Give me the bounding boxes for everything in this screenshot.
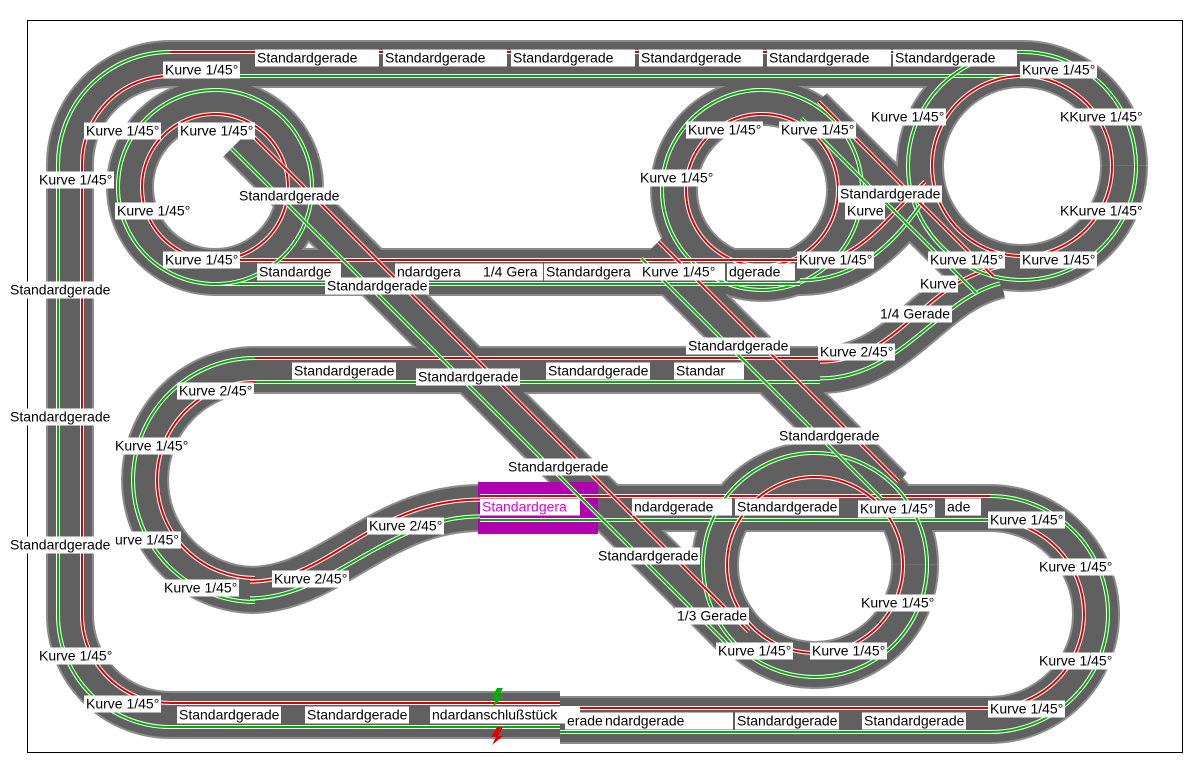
track-piece [898, 41, 1146, 290]
track-piece-label: Kurve 1/45° [163, 61, 241, 79]
track-piece-label: Standardgerade [767, 49, 891, 67]
track-piece-label: Standardgerade [8, 408, 113, 426]
track-piece [634, 234, 906, 506]
track-piece [48, 614, 171, 737]
lane-green [230, 147, 733, 650]
track-piece-label: Standardgerade [735, 498, 840, 516]
lane-red [726, 475, 904, 654]
track-piece-label: Standardgerade [838, 185, 943, 203]
lane-red [81, 75, 171, 165]
lane-green [57, 51, 171, 165]
track-piece-label: Kurve 1/45° [37, 647, 115, 665]
track-piece-label: Standardgerade [237, 187, 342, 205]
track-piece-label: Standardgerade [511, 49, 635, 67]
track-piece [123, 348, 256, 612]
track-piece-label: Kurve 1/45° [810, 642, 888, 660]
track-piece-label: Kurve 1/45° [84, 695, 162, 713]
track-piece-label: Standardgerade [735, 712, 840, 730]
track-piece-label: 1/4 Gera [481, 263, 543, 281]
track-piece-label: Kurve 2/45° [272, 570, 350, 588]
track-piece-label: Kurve 1/45° [178, 122, 256, 140]
track-piece-label: erade [565, 712, 605, 730]
lane-red [141, 112, 289, 261]
start-marker-green-icon [491, 688, 503, 708]
track-piece-label: Standardgerade [862, 712, 967, 730]
track-piece-label: Standardgerade [177, 706, 282, 724]
lane-green [249, 515, 481, 600]
track-piece-label: Standardgerade [596, 547, 701, 565]
track-piece-label: ndardgera [395, 263, 481, 281]
track-piece-label: ndardanschlußstück [430, 706, 580, 724]
track-piece-label: Kurve 1/45° [640, 263, 725, 281]
track-piece-label: ndardgerade [632, 498, 732, 516]
track-piece-label: Standardgerade [416, 368, 521, 386]
track-piece-label: Kurve 1/45° [779, 121, 857, 139]
track-piece-label: Kurve 1/45° [858, 500, 936, 518]
lane-green [57, 614, 171, 728]
track-piece-label: Standardgerade [8, 281, 113, 299]
track-piece-label: Standardgerade [639, 49, 763, 67]
track-piece-label: Kurve 1/45° [686, 121, 764, 139]
track-piece-label: Kurve 1/45° [1020, 61, 1098, 79]
track-piece-label: Standardgerade [292, 362, 397, 380]
lane-green [819, 282, 1001, 380]
track-piece-label: Kurve 1/45° [869, 108, 947, 126]
track-piece-label: Kurve 1/45° [84, 122, 162, 140]
track-piece-label: Standardgera [480, 498, 580, 516]
track-piece-label: Kurve 1/45° [859, 594, 937, 612]
track-piece [108, 80, 322, 294]
track-piece-label: Standar [674, 362, 744, 380]
track-piece-label: Kurve 1/45° [988, 700, 1066, 718]
lane-red [989, 519, 1085, 709]
track-piece-label: Kurve 1/45° [638, 169, 716, 187]
track-piece-label: dgerade [727, 263, 795, 281]
track-piece-label: Standardgerade [686, 337, 791, 355]
layout-frame [27, 20, 1183, 753]
track-piece-label: Kurve 1/45° [716, 642, 794, 660]
track-piece-label: Standardgerade [777, 427, 882, 445]
track-piece-label: Standardgerade [383, 49, 507, 67]
track-piece-label: Kurve 2/45° [367, 517, 445, 535]
track-piece-label: Kurve 1/45° [988, 511, 1066, 529]
track-piece-label: Kurve 1/45° [115, 202, 193, 220]
track-piece-label: Kurve 1/45° [163, 251, 241, 269]
track-piece-label: Kurve 1/45° [37, 171, 115, 189]
track-piece-label: Standardgerade [546, 362, 651, 380]
track-piece-label: KKurve 1/45° [1058, 108, 1145, 126]
track-piece-label: KKurve 1/45° [1058, 202, 1145, 220]
track-piece-label: Kurve 1/45° [797, 251, 875, 269]
track-piece-label: Kurve 1/45° [1037, 652, 1115, 670]
track-piece-label: Kurve 2/45° [177, 382, 255, 400]
track-piece [48, 42, 171, 165]
track-piece-label: Kurve 1/45° [928, 251, 1006, 269]
lane-green [640, 257, 883, 500]
track-piece-label: Kurve 1/45° [162, 579, 240, 597]
track-piece-label: ndardgerade [603, 712, 733, 730]
track-piece-label: Standardgera [544, 263, 640, 281]
track-piece-label: urve 1/45° [113, 531, 181, 549]
track-piece-label: Standardge [257, 263, 341, 281]
track-piece-label: 1/4 Gerade [878, 305, 953, 323]
track-piece-label: Kurve [918, 275, 958, 293]
track-piece-label: Standardgerade [325, 277, 430, 295]
track-piece-label: Standardgerade [305, 706, 410, 724]
track-piece-label: 1/3 Gerade [675, 607, 750, 625]
start-marker-red-icon [491, 727, 503, 745]
track-piece-label: Standardgerade [8, 536, 113, 554]
track-piece-label: Kurve 1/45° [1020, 251, 1098, 269]
track-piece-label: Standardgerade [893, 49, 1017, 67]
track-piece-label: ade [945, 498, 981, 516]
lane-green [799, 197, 926, 282]
track-piece-label: Standardgerade [506, 458, 611, 476]
track-piece-label: Kurve [845, 202, 885, 220]
lane-green [661, 88, 863, 291]
track-piece-label: Kurve 1/45° [1037, 558, 1115, 576]
lane-red [931, 74, 1113, 257]
track-piece-label: Standardgerade [255, 49, 379, 67]
track-piece-label: Kurve 1/45° [113, 437, 191, 455]
track-piece-label: Kurve 2/45° [818, 343, 896, 361]
lane-green [989, 495, 1109, 733]
